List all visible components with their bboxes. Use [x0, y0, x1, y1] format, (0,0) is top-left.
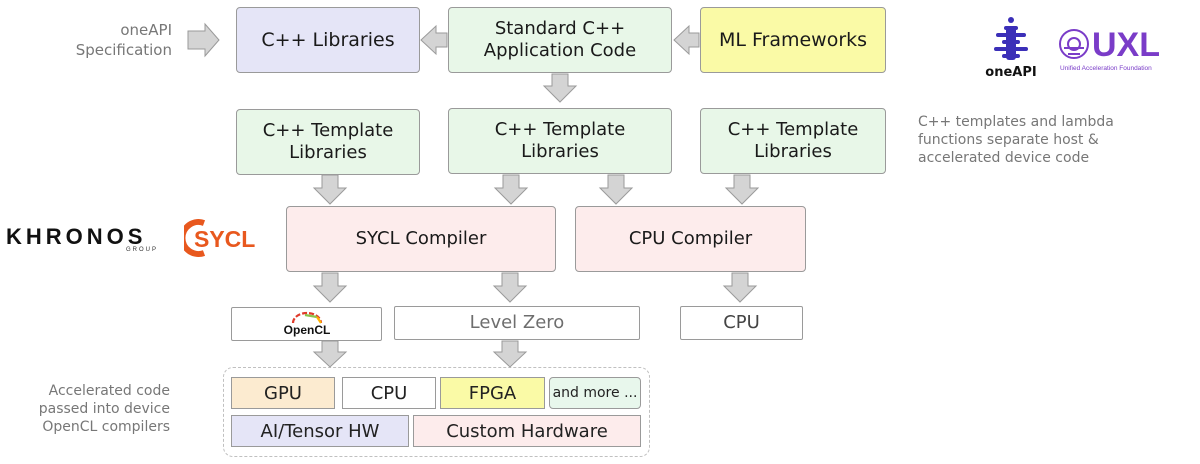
oneapi-spec-label: oneAPI Specification — [75, 21, 172, 59]
cpu-chip: CPU — [342, 377, 436, 409]
arrow-cpu-backend-icon — [722, 272, 758, 303]
arrow-sycl-opencl-icon — [312, 272, 348, 303]
level-zero-box: Level Zero — [394, 306, 640, 340]
arrow-std-down-icon — [542, 73, 578, 103]
sycl-logo-text: SYCL — [194, 226, 255, 252]
khronos-logo: KHRONOS GROUP — [6, 224, 158, 253]
sycl-logo: SYCL — [179, 219, 272, 257]
uxl-sub-text: Unified Acceleration Foundation — [1060, 65, 1152, 72]
arrow-opencl-devices-icon — [312, 340, 348, 368]
arrow-spec-right-icon — [187, 22, 220, 58]
arrow-tpl1-down-icon — [312, 174, 348, 205]
fpga-chip: FPGA — [440, 377, 545, 409]
khronos-logo-text: KHRONOS — [6, 224, 147, 249]
arrow-tpl3-down-icon — [724, 174, 760, 205]
oneapi-logo-text: oneAPI — [985, 65, 1036, 80]
khronos-group-text: GROUP — [125, 247, 158, 253]
arrow-sycl-l0-icon — [492, 272, 528, 303]
arrow-tpl2-down-a-icon — [493, 174, 529, 205]
cpu-backend-box: CPU — [680, 306, 803, 340]
arrow-l0-devices-icon — [492, 340, 528, 368]
ml-frameworks-box: ML Frameworks — [700, 7, 886, 73]
template-libraries-box-2: C++ Template Libraries — [448, 108, 672, 174]
oneapi-logo: oneAPI — [972, 14, 1050, 80]
more-chip: and more ... — [549, 377, 641, 409]
cpu-compiler-box: CPU Compiler — [575, 206, 806, 272]
uxl-logo-text: UXL — [1092, 26, 1160, 64]
standard-cpp-box: Standard C++ Application Code — [448, 7, 672, 73]
uxl-logo-icon: UXL Unified Acceleration Foundation — [1059, 26, 1160, 72]
template-note: C++ templates and lambda functions separ… — [918, 114, 1114, 167]
opencl-box: OpenCL — [231, 307, 382, 341]
uxl-logo: UXL Unified Acceleration Foundation — [1056, 24, 1186, 78]
cpp-libraries-box: C++ Libraries — [236, 7, 420, 73]
arrow-tpl2-down-b-icon — [598, 174, 634, 205]
arrow-ml-to-std-icon — [673, 24, 700, 56]
device-group — [223, 367, 650, 457]
oneapi-logo-icon: oneAPI — [985, 17, 1037, 80]
gpu-chip: GPU — [231, 377, 335, 409]
sycl-compiler-box: SYCL Compiler — [286, 206, 556, 272]
custom-hardware-chip: Custom Hardware — [413, 415, 641, 447]
arrow-std-to-libs-icon — [420, 24, 448, 56]
template-libraries-box-3: C++ Template Libraries — [700, 108, 886, 174]
ai-tensor-chip: AI/Tensor HW — [231, 415, 409, 447]
opencl-logo-text: OpenCL — [283, 323, 330, 337]
opencl-logo-icon: OpenCL — [283, 311, 330, 337]
accelerated-note: Accelerated code passed into device Open… — [38, 383, 170, 436]
sycl-logo-icon: SYCL — [179, 219, 255, 257]
